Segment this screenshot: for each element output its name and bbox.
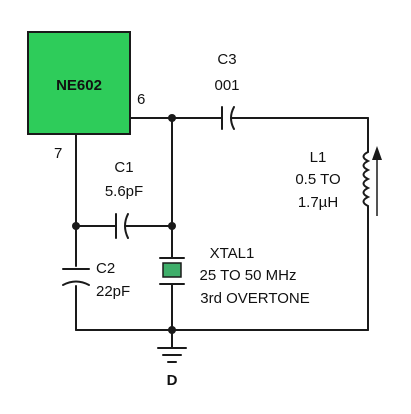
pin-7-label: 7 — [54, 145, 62, 162]
xtal1-value-line1: 25 TO 50 MHz — [200, 267, 297, 284]
junction-dot — [168, 114, 176, 122]
left-wire — [75, 133, 369, 331]
c3-value: 001 — [214, 77, 239, 94]
ground-icon — [157, 347, 187, 363]
chip-label: NE602 — [56, 77, 102, 94]
c2-value: 22pF — [96, 283, 130, 300]
xtal1-name: XTAL1 — [210, 245, 255, 262]
ground-label: D — [167, 372, 178, 389]
c2-name: C2 — [96, 260, 115, 277]
ne602-chip — [27, 31, 131, 135]
c2-capacitor-symbol — [62, 268, 90, 286]
l1-inductor-symbol — [362, 146, 382, 331]
c1-value: 5.6pF — [105, 183, 143, 200]
l1-value-line1: 0.5 TO — [295, 171, 340, 188]
l1-name: L1 — [310, 149, 327, 166]
c1-name: C1 — [114, 159, 133, 176]
c1-capacitor-symbol — [75, 213, 173, 239]
pin-6-label: 6 — [137, 91, 145, 108]
l1-value-line2: 1.7µH — [298, 194, 338, 211]
xtal1-value-line2: 3rd OVERTONE — [200, 290, 309, 307]
c3-capacitor-symbol — [221, 106, 235, 130]
top-wire — [129, 117, 369, 153]
c3-name: C3 — [217, 51, 236, 68]
xtal1-crystal-symbol — [159, 257, 185, 285]
